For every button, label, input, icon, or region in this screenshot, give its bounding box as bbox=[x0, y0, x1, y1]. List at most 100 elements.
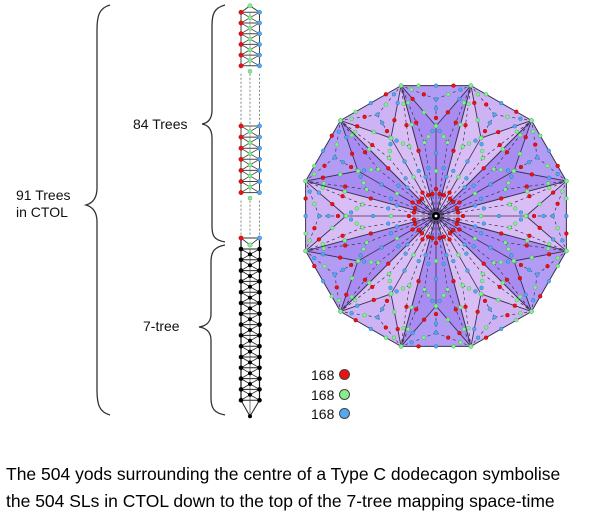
yod-green bbox=[312, 163, 317, 168]
yod-red bbox=[441, 193, 447, 198]
tree-yod-black bbox=[238, 300, 244, 306]
star-edge bbox=[340, 120, 392, 139]
yod-green bbox=[394, 236, 400, 241]
tree-yod-blue bbox=[257, 190, 262, 196]
yod-green bbox=[545, 246, 551, 251]
yod-green bbox=[547, 241, 552, 247]
yod-red bbox=[338, 255, 343, 260]
yod-green bbox=[422, 140, 427, 145]
tree-yod-red bbox=[238, 145, 244, 151]
yod-green bbox=[533, 285, 538, 290]
yod-green bbox=[514, 318, 519, 323]
dashed-edge bbox=[435, 157, 484, 217]
yod-red bbox=[514, 109, 519, 114]
star-edge bbox=[390, 293, 402, 347]
yod-red bbox=[546, 252, 552, 257]
yod-red bbox=[484, 102, 489, 107]
yod-blue bbox=[492, 315, 497, 320]
yod-red bbox=[371, 297, 376, 302]
yod-blue bbox=[433, 106, 439, 111]
yod-red bbox=[451, 83, 456, 88]
yod-green bbox=[445, 317, 450, 322]
yod-blue bbox=[395, 100, 400, 105]
yod-green bbox=[441, 134, 446, 139]
yod-green bbox=[445, 140, 450, 145]
yod-blue bbox=[535, 155, 540, 160]
yod-red bbox=[482, 129, 488, 134]
yod-green bbox=[353, 298, 358, 303]
yod-green bbox=[506, 247, 511, 252]
star-edge bbox=[513, 120, 532, 172]
yod-red bbox=[550, 190, 556, 195]
yod-blue bbox=[509, 253, 514, 258]
tree-yod-black bbox=[238, 333, 244, 338]
yod-green bbox=[525, 189, 530, 194]
tree-yod-black bbox=[257, 343, 262, 349]
yod-blue bbox=[499, 100, 504, 106]
yod-red bbox=[472, 100, 477, 105]
dashed-edge bbox=[334, 120, 341, 158]
yod-blue bbox=[531, 298, 536, 303]
yod-red bbox=[386, 261, 391, 266]
yod-green bbox=[498, 260, 503, 265]
yod-blue bbox=[388, 231, 393, 236]
tree-yod-black bbox=[248, 306, 252, 311]
dashed-edge bbox=[340, 120, 379, 170]
yod-red bbox=[344, 292, 349, 297]
dashed-edge bbox=[377, 317, 402, 347]
tree-yod-black bbox=[238, 376, 244, 381]
yod-green bbox=[407, 144, 412, 149]
dashed-edge bbox=[400, 289, 425, 347]
yod-green bbox=[353, 109, 358, 114]
tree-yod-red bbox=[238, 190, 244, 196]
yod-blue bbox=[433, 96, 439, 102]
yod-red bbox=[496, 130, 501, 135]
yod-green-vertex bbox=[478, 135, 484, 141]
yod-green-vertex bbox=[478, 291, 484, 297]
yod-green bbox=[349, 133, 354, 138]
yod-blue bbox=[488, 245, 493, 250]
yod-red bbox=[420, 190, 425, 195]
dashed-edge bbox=[400, 85, 437, 100]
yod-green bbox=[537, 202, 542, 207]
blue-dot-icon bbox=[339, 408, 351, 419]
dashed-edge bbox=[305, 227, 363, 252]
green-dot-icon bbox=[339, 389, 351, 400]
yod-green bbox=[426, 134, 431, 139]
yod-red bbox=[446, 335, 451, 340]
yod-blue bbox=[433, 344, 439, 349]
yod-red bbox=[433, 312, 439, 317]
yod-green bbox=[518, 133, 523, 138]
yod-green-vertex bbox=[388, 135, 394, 141]
yod-green bbox=[480, 271, 485, 276]
tree-yod-blue bbox=[257, 42, 262, 47]
yod-green-vertex bbox=[529, 309, 534, 314]
yod-green-vertex bbox=[511, 258, 517, 264]
yod-green bbox=[446, 92, 451, 97]
dashed-edge bbox=[400, 285, 410, 347]
yod-red bbox=[447, 196, 453, 201]
yod-blue bbox=[433, 330, 439, 335]
yod-green bbox=[409, 305, 414, 310]
yod-red bbox=[497, 284, 502, 290]
dashed-edge bbox=[334, 157, 359, 172]
yod-green bbox=[422, 110, 427, 115]
yod-blue bbox=[492, 112, 497, 117]
yod-red bbox=[410, 200, 415, 205]
dashed-edge bbox=[388, 157, 437, 217]
star-edge bbox=[305, 215, 347, 252]
yod-green bbox=[421, 335, 426, 340]
yod-green bbox=[320, 185, 325, 191]
yod-green bbox=[388, 213, 394, 219]
yod-green bbox=[312, 201, 317, 206]
yod-green-vertex bbox=[433, 123, 439, 129]
dashed-edge bbox=[366, 215, 437, 243]
yod-green bbox=[364, 187, 369, 192]
dashed-edge bbox=[462, 85, 472, 147]
yod-red bbox=[386, 166, 391, 171]
yod-blue bbox=[430, 128, 435, 134]
yod-red bbox=[430, 235, 435, 241]
yod-green bbox=[321, 246, 326, 251]
star-edge bbox=[513, 260, 532, 312]
yod-red bbox=[370, 142, 375, 148]
